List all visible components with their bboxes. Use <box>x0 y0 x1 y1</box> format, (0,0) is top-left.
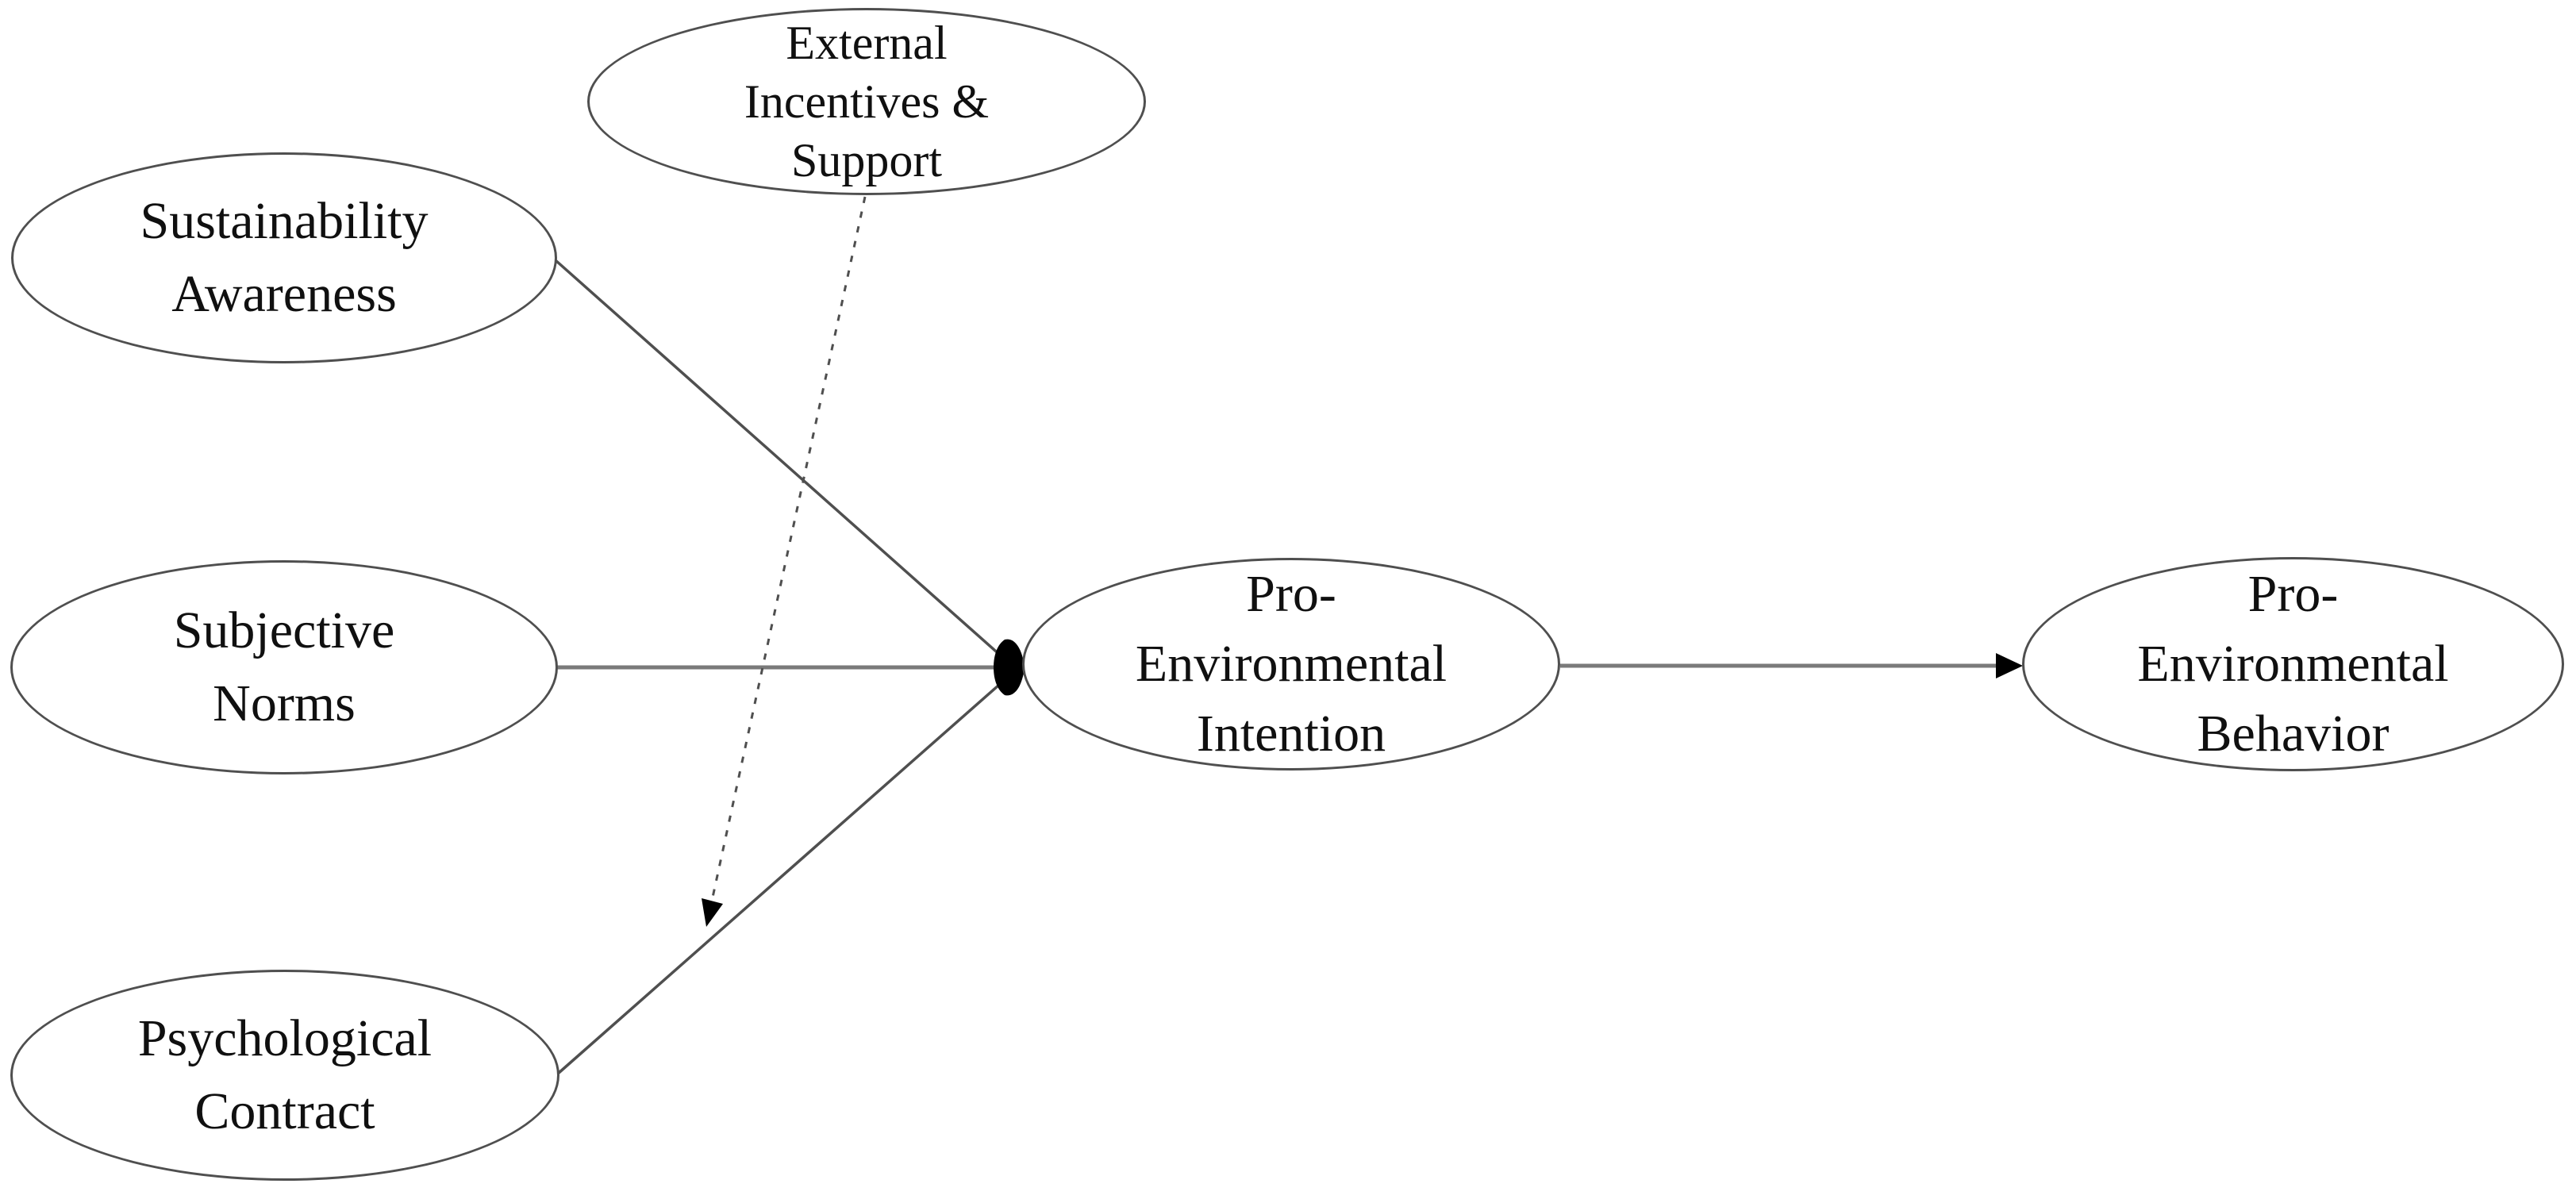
node-label-pro-environmental-intention: Pro- Environmental Intention <box>1135 565 1448 763</box>
node-psychological-contract: Psychological Contract <box>10 970 559 1181</box>
behavior-arrowhead-icon <box>1996 653 2023 678</box>
converging-arrowhead-icon <box>994 639 1025 696</box>
edge-sa-to-intention <box>554 259 1011 665</box>
node-subjective-norms: Subjective Norms <box>10 560 558 774</box>
edge-pc-to-intention <box>556 671 1014 1075</box>
edge-eis-dashed <box>709 196 867 905</box>
node-label-sustainability-awareness: Sustainability Awareness <box>140 192 429 323</box>
dashed-arrowhead-icon <box>702 898 723 927</box>
node-pro-environmental-intention: Pro- Environmental Intention <box>1022 558 1560 771</box>
node-sustainability-awareness: Sustainability Awareness <box>11 152 557 363</box>
node-label-subjective-norms: Subjective Norms <box>173 601 395 732</box>
node-label-pro-environmental-behavior: Pro- Environmental Behavior <box>2137 565 2449 763</box>
node-label-psychological-contract: Psychological Contract <box>137 1009 433 1140</box>
node-pro-environmental-behavior: Pro- Environmental Behavior <box>2022 557 2564 771</box>
node-label-external-incentives-support: External Incentives & Support <box>744 17 990 186</box>
node-external-incentives-support: External Incentives & Support <box>587 8 1146 195</box>
